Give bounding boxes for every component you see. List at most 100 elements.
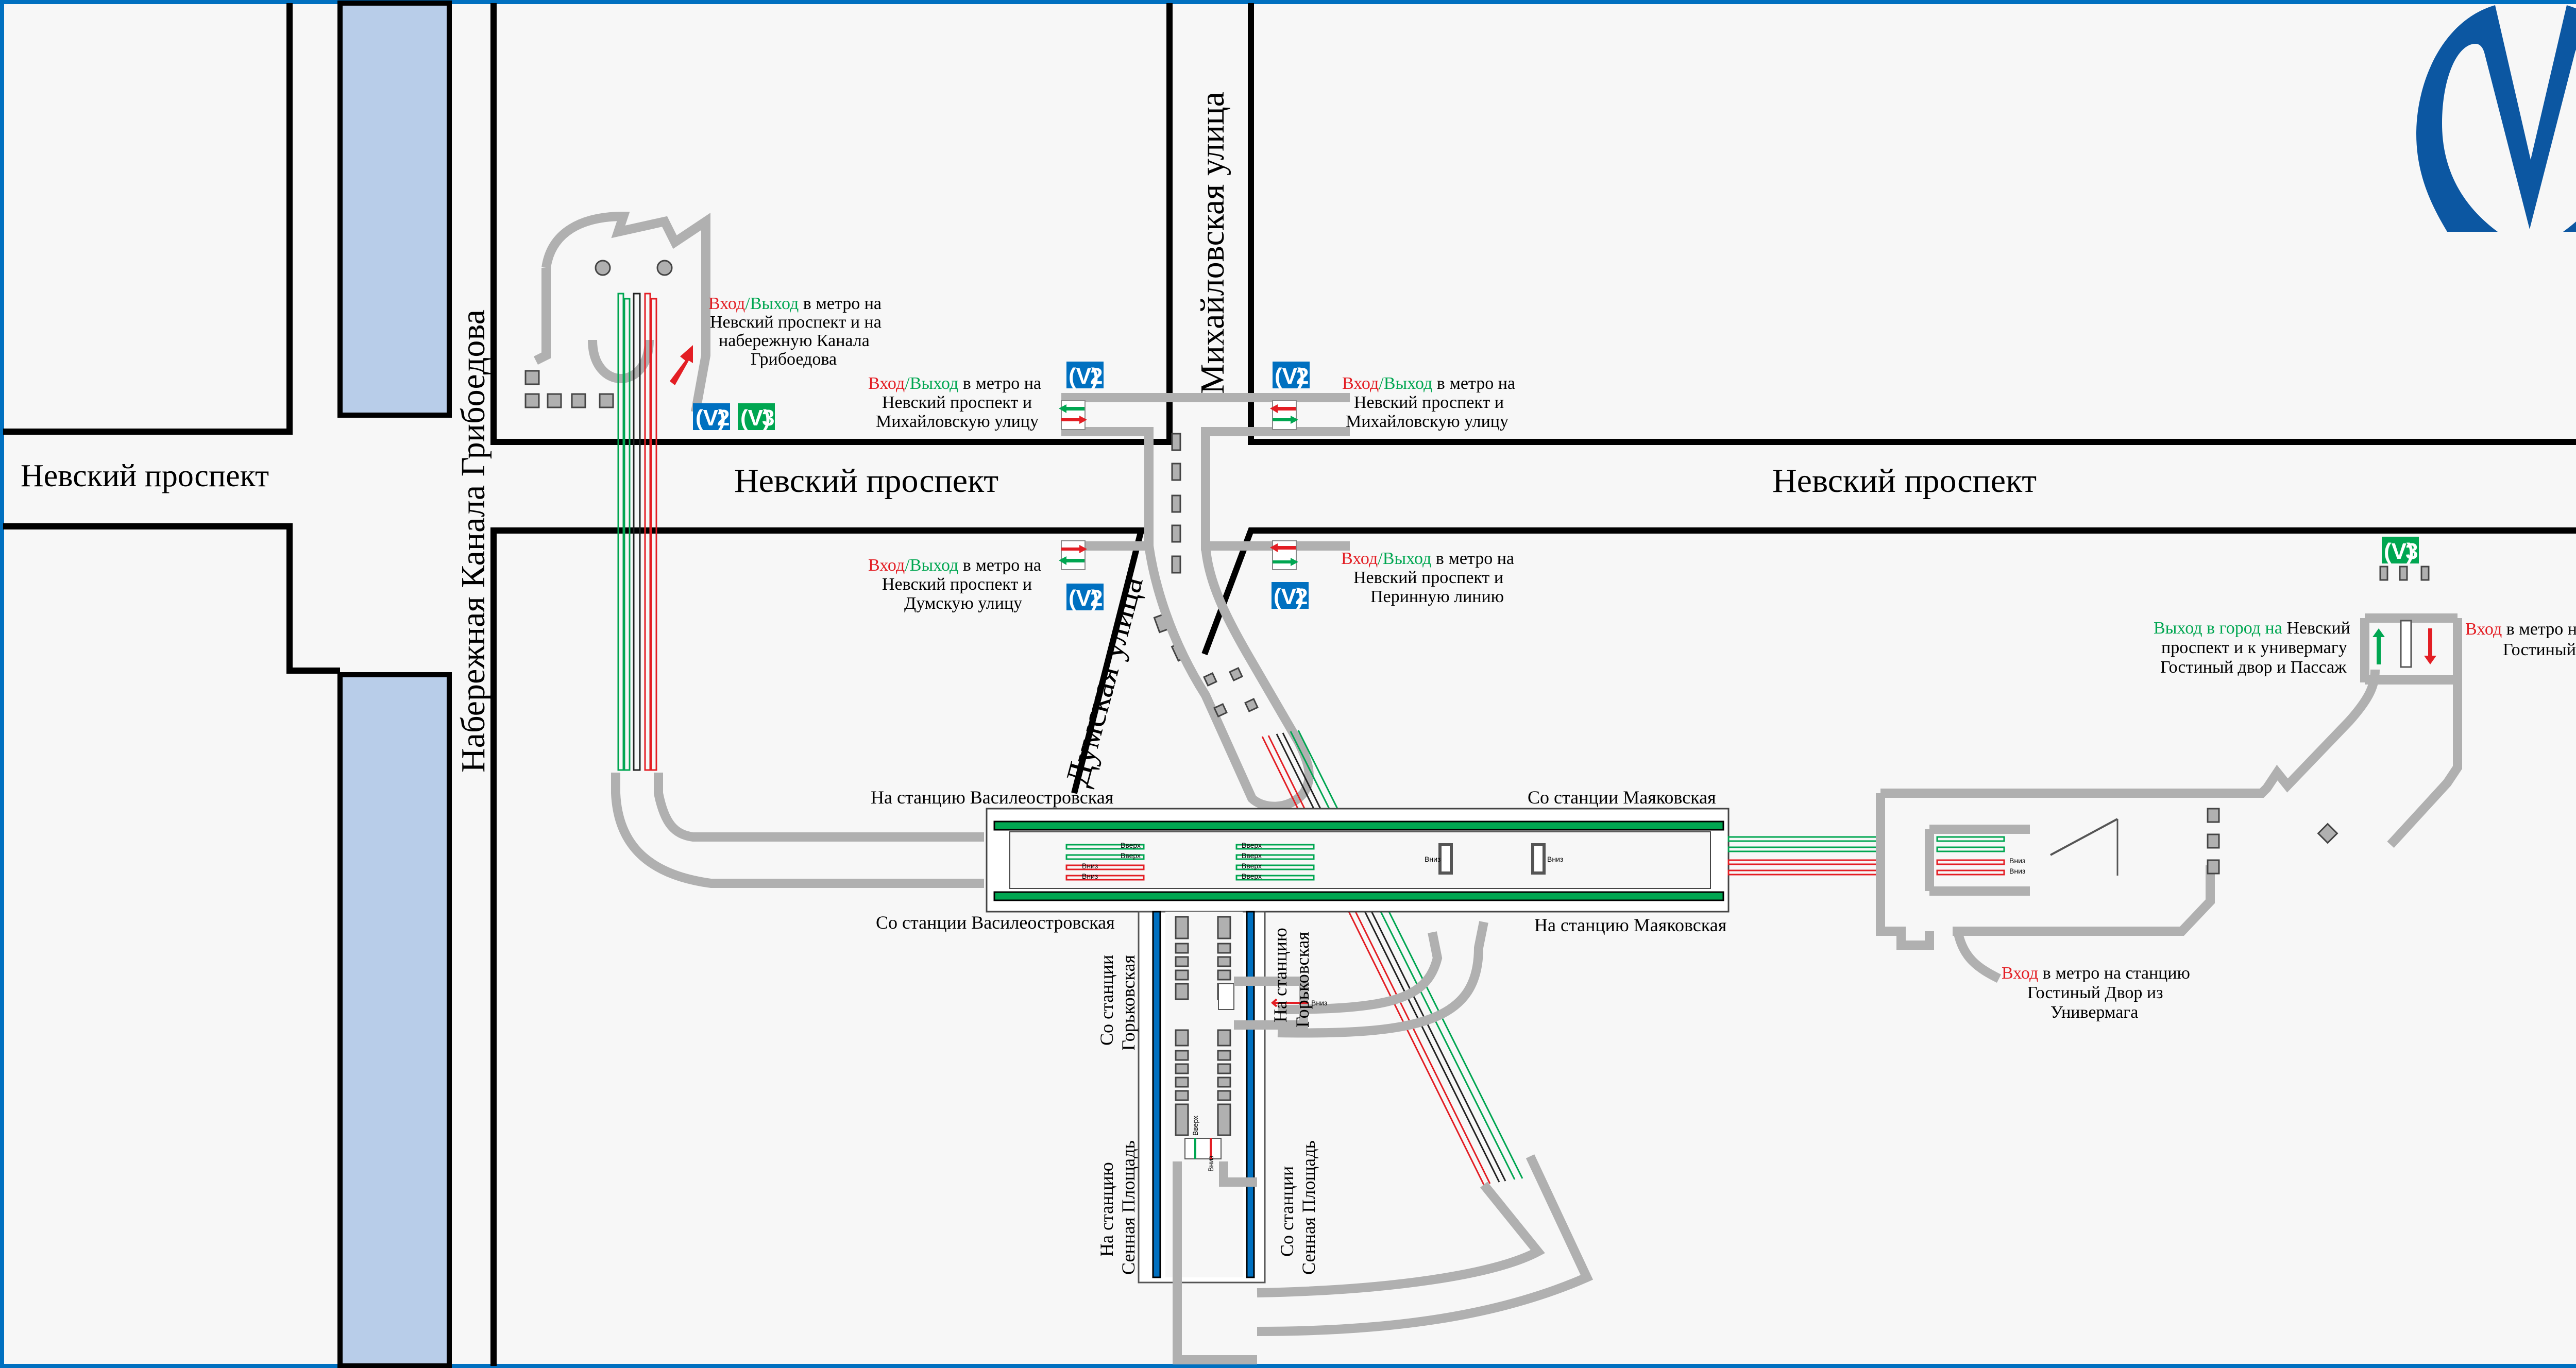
street-outlines bbox=[3, 3, 2576, 1366]
svg-text:2: 2 bbox=[1090, 364, 1103, 389]
esc-label-down-8: Вниз bbox=[1207, 1156, 1215, 1172]
esc-label-down-5: Вниз bbox=[2009, 857, 2025, 865]
escalator-shaft-griboedov bbox=[617, 293, 657, 771]
note-mikh-left-l2: Невский проспект и bbox=[882, 393, 1032, 412]
track-line3-south bbox=[993, 891, 1724, 901]
note-gostiny-exit-l3: Гостиный двор и Пассаж bbox=[2160, 658, 2347, 677]
note-griboedov-l4: Грибоедова bbox=[751, 350, 837, 369]
svg-text:2: 2 bbox=[1295, 584, 1308, 609]
note-mikh-right-l3: Михайловскую улицу bbox=[1346, 412, 1509, 431]
spb-metro-logo-icon bbox=[2416, 5, 2576, 232]
track-line3-north bbox=[993, 820, 1724, 831]
stairs-mikh-left bbox=[1059, 400, 1087, 430]
note-griboedov: Вход/Выход в метро на bbox=[708, 294, 882, 313]
platform-pillars bbox=[1175, 916, 1231, 1136]
note-gostiny-exit-l2: проспект и к универмагу bbox=[2161, 638, 2347, 657]
entry-arrow-red-icon bbox=[2424, 628, 2436, 664]
station-platform-line2: Вниз Вверх Вниз bbox=[1138, 911, 1327, 1364]
platform-label-to-sennaya-1: На станцию bbox=[1096, 1162, 1117, 1257]
street-label-nevsky-right: Невский проспект bbox=[1772, 462, 2037, 500]
note-univermag-entry-l2: Гостиный Двор из bbox=[2027, 983, 2163, 1002]
exit-arrow-green-icon bbox=[2372, 628, 2385, 664]
vestibule-south bbox=[1257, 921, 1594, 1336]
platform-label-to-mayakovskaya: На станцию Маяковская bbox=[1534, 915, 1726, 935]
note-univermag-entry: Вход в метро на станцию bbox=[2002, 964, 2190, 983]
vestibule-dumskaya bbox=[1144, 545, 1314, 811]
stairs-mikh-right bbox=[1270, 400, 1298, 430]
esc-label-up-3: Вверх bbox=[1242, 841, 1262, 849]
note-perinnaya: Вход/Выход в метро на bbox=[1341, 549, 1514, 568]
vestibule-griboedov bbox=[524, 211, 710, 413]
street-label-griboedov: Набережная Канала Грибоедова bbox=[454, 310, 492, 773]
note-dumskaya-l2: Невский проспект и bbox=[882, 575, 1032, 594]
line2-badge-dumskaya: (V) 2 bbox=[1066, 584, 1104, 611]
line2-badge-griboedov: (V) 2 bbox=[693, 403, 730, 431]
station-hall-line3: Вверх Вверх Вниз Вниз Вверх Вверх Вверх … bbox=[986, 808, 1730, 913]
svg-text:2: 2 bbox=[717, 405, 730, 431]
platform-label-to-gorkovskaya-1: На станцию bbox=[1270, 928, 1291, 1022]
svg-text:(V): (V) bbox=[1275, 364, 1305, 389]
line2-badge-mikh-left: (V) 2 bbox=[1066, 362, 1104, 389]
svg-text:2: 2 bbox=[1090, 586, 1103, 611]
note-griboedov-l2: Невский проспект и на bbox=[710, 313, 882, 332]
track-line2-east bbox=[1246, 911, 1255, 1278]
note-mikh-left-l3: Михайловскую улицу bbox=[876, 412, 1039, 431]
note-dumskaya: Вход/Выход в метро на bbox=[868, 556, 1041, 575]
line2-badge-perinnaya: (V) 2 bbox=[1272, 582, 1309, 609]
svg-text:(V): (V) bbox=[740, 405, 771, 431]
line3-badge-gostiny: (V) 3 bbox=[2382, 537, 2419, 564]
arrow-down-red-icon bbox=[1270, 998, 1309, 1007]
track-line2-west bbox=[1152, 911, 1161, 1278]
esc-label-up-5: Вверх bbox=[1242, 862, 1262, 870]
note-gostiny-entry: Вход в метро на станцию bbox=[2465, 620, 2576, 639]
svg-text:(V): (V) bbox=[1069, 586, 1099, 611]
exit-arrow-red-icon bbox=[670, 345, 693, 385]
note-dumskaya-l3: Думскую улицу bbox=[904, 594, 1022, 613]
platform-label-to-gorkovskaya-2: Горьковская bbox=[1292, 932, 1313, 1028]
stairs-perinnaya bbox=[1270, 540, 1298, 570]
esc-label-down-7: Вниз bbox=[1311, 999, 1327, 1007]
note-mikh-right-l2: Невский проспект и bbox=[1354, 393, 1504, 412]
esc-label-down-6: Вниз bbox=[2009, 867, 2025, 875]
esc-label-down-2: Вниз bbox=[1082, 872, 1098, 880]
note-gostiny-exit: Выход в город на Невский bbox=[2154, 619, 2350, 638]
esc-label-up-1: Вверх bbox=[1121, 841, 1141, 849]
note-univermag-entry-l3: Универмага bbox=[2050, 1003, 2138, 1022]
note-mikh-left: Вход/Выход в метро на bbox=[868, 374, 1041, 393]
vestibule-gostiny-dvor bbox=[2360, 566, 2462, 848]
tunnel-griboedov bbox=[611, 773, 984, 888]
esc-label-up-4: Вверх bbox=[1242, 851, 1262, 860]
svg-text:(V): (V) bbox=[696, 405, 726, 431]
svg-text:2: 2 bbox=[1296, 364, 1309, 389]
canal-griboedov-north bbox=[337, 1, 452, 418]
svg-text:(V): (V) bbox=[1069, 364, 1099, 389]
svg-text:(V): (V) bbox=[1274, 584, 1304, 609]
platform-label-from-gorkovskaya-1: Со станции bbox=[1096, 955, 1117, 1046]
esc-label-down-1: Вниз bbox=[1082, 862, 1098, 870]
canal-griboedov-south bbox=[337, 672, 452, 1368]
esc-label-down-3: Вниз bbox=[1425, 855, 1440, 863]
svg-text:3: 3 bbox=[762, 405, 774, 431]
note-gostiny-entry-l2: Гостиный Двор bbox=[2503, 640, 2576, 659]
platform-label-to-vasileostrovskaya: На станцию Василеостровская bbox=[871, 787, 1113, 808]
platform-label-from-mayakovskaya: Со станции Маяковская bbox=[1528, 787, 1716, 808]
platform-label-from-sennaya-2: Сенная Площадь bbox=[1298, 1140, 1319, 1275]
platform-label-from-vasileostrovskaya: Со станции Василеостровская bbox=[876, 912, 1115, 933]
line2-badge-mikh-right: (V) 2 bbox=[1273, 362, 1310, 389]
esc-label-down-4: Вниз bbox=[1547, 855, 1563, 863]
street-label-nevsky-left: Невский проспект bbox=[21, 458, 269, 493]
svg-text:(V): (V) bbox=[2384, 539, 2414, 564]
note-perinnaya-l3: Перинную линию bbox=[1370, 587, 1504, 606]
esc-label-up-7: Вверх bbox=[1191, 1116, 1199, 1136]
note-perinnaya-l2: Невский проспект и bbox=[1353, 568, 1503, 587]
platform-label-from-gorkovskaya-2: Горьковская bbox=[1118, 955, 1139, 1051]
street-label-nevsky-center: Невский проспект bbox=[734, 462, 998, 500]
stairs-dumskaya bbox=[1059, 540, 1087, 570]
note-griboedov-l3: набережную Канала bbox=[719, 331, 870, 350]
esc-label-up-2: Вверх bbox=[1121, 851, 1141, 860]
line3-badge-griboedov: (V) 3 bbox=[738, 403, 775, 431]
svg-text:3: 3 bbox=[2405, 539, 2418, 564]
esc-label-up-6: Вверх bbox=[1242, 872, 1262, 880]
note-mikh-right: Вход/Выход в метро на bbox=[1342, 374, 1515, 393]
